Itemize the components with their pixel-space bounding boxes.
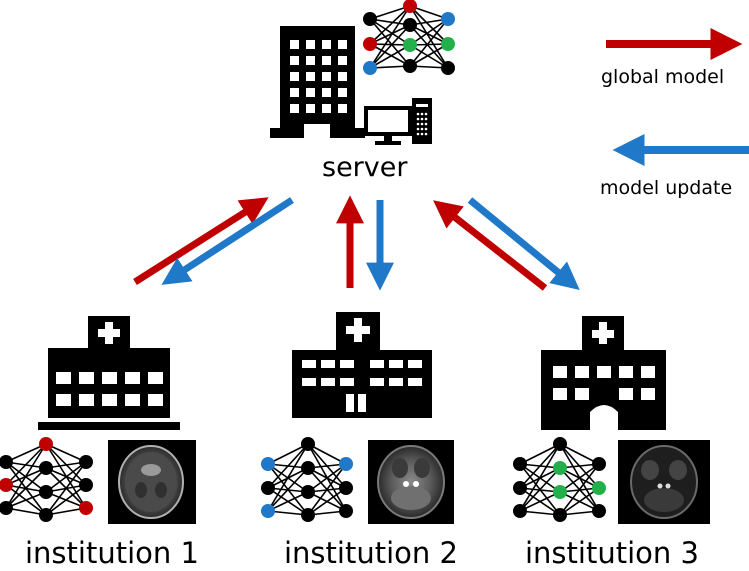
institution-3-mri-image (618, 440, 710, 524)
desktop-computer-icon (364, 98, 432, 145)
arrow-server-to-inst3 (467, 197, 580, 290)
institution-2-mri-image (368, 440, 454, 524)
server-building-icon (270, 26, 365, 138)
hospital-1-icon (38, 316, 180, 430)
legend-global-model-label: global model (601, 66, 725, 88)
institution-1-neural-network-icon (0, 437, 93, 522)
institution-2-neural-network-icon (261, 437, 353, 522)
server-label: server (322, 152, 408, 183)
arrow-server-to-inst1 (161, 197, 294, 285)
arrow-inst3-to-server (433, 200, 548, 291)
institution-1-label: institution 1 (25, 536, 199, 570)
server-neural-network-icon (363, 0, 455, 75)
hospital-3-icon (541, 316, 666, 430)
flow-arrows (133, 195, 580, 291)
institution-2-label: institution 2 (284, 536, 458, 570)
institution-3-label: institution 3 (525, 536, 699, 570)
institution-1-mri-image (108, 440, 196, 524)
arrow-inst1-to-server (133, 197, 269, 285)
hospital-2-icon (292, 312, 432, 418)
legend-model-update-label: model update (600, 177, 733, 199)
institution-3-neural-network-icon (513, 437, 606, 522)
